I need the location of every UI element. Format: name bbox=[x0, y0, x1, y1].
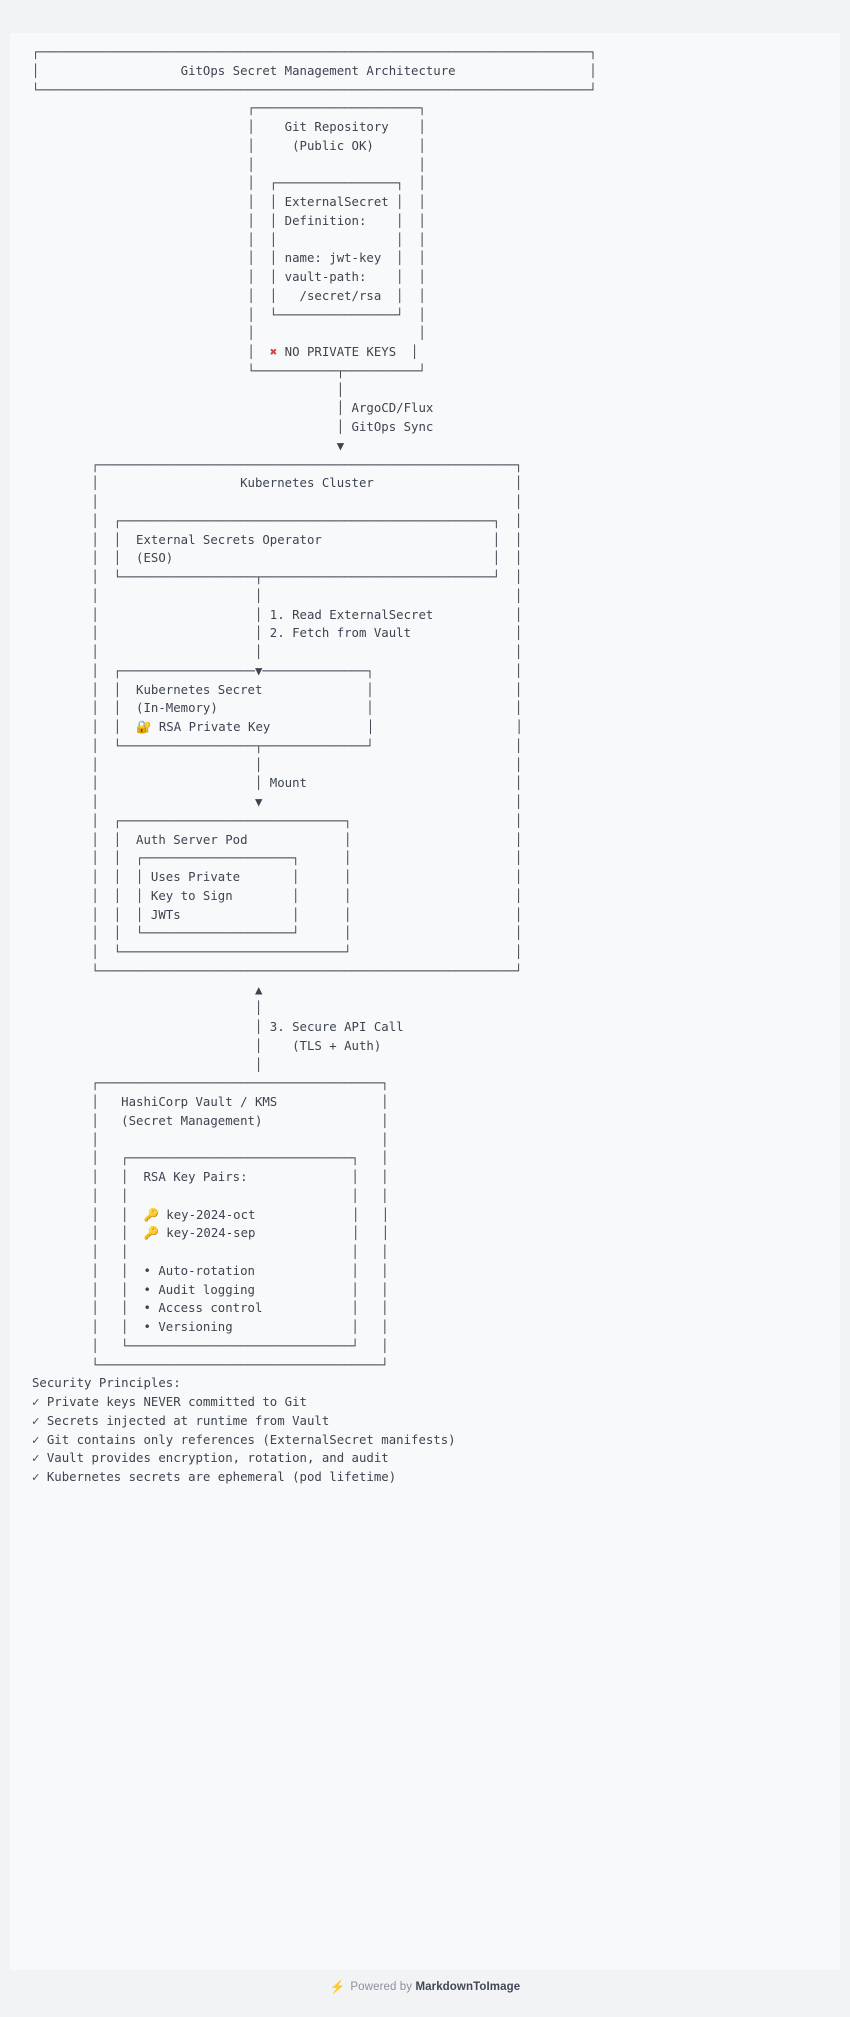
security-principles-ascii: Security Principles: ✓ Private keys NEVE… bbox=[32, 1376, 456, 1484]
title-box-ascii: ┌───────────────────────────────────────… bbox=[32, 45, 597, 97]
architecture-diagram-ascii: ┌──────────────────────┐ │ Git Repositor… bbox=[91, 101, 523, 1372]
title-box: ┌───────────────────────────────────────… bbox=[32, 43, 818, 99]
footer-brand: MarkdownToImage bbox=[415, 1981, 521, 1993]
cross-mark-icon: ✖ bbox=[269, 345, 278, 359]
document-sheet: ┌───────────────────────────────────────… bbox=[10, 33, 840, 1970]
lightning-bolt-icon: ⚡ bbox=[329, 1980, 346, 1994]
security-principles: Security Principles: ✓ Private keys NEVE… bbox=[32, 1374, 818, 1487]
footer-prefix: Powered by bbox=[350, 1981, 416, 1993]
architecture-diagram: ┌──────────────────────┐ │ Git Repositor… bbox=[32, 99, 818, 1374]
footer: ⚡ Powered by MarkdownToImage bbox=[0, 1980, 850, 1995]
